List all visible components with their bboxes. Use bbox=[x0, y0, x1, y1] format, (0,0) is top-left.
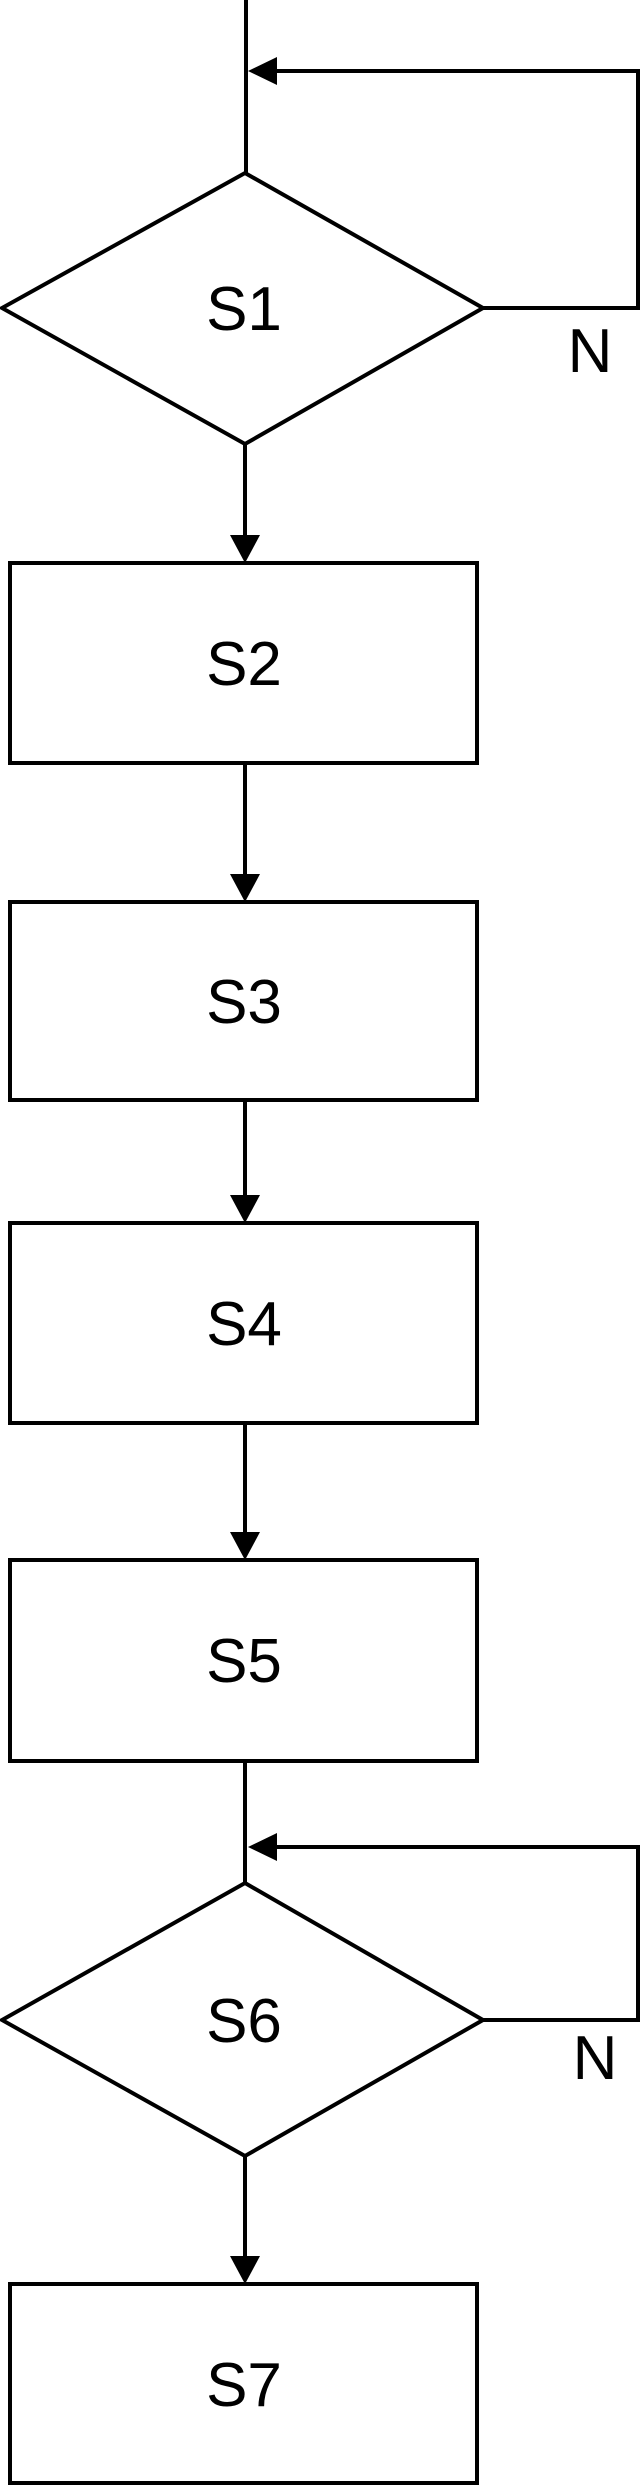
connector-s1-s2-arrowhead-icon bbox=[230, 535, 260, 563]
s6-no-branch-label: N bbox=[573, 2024, 618, 2093]
process-s7-label: S7 bbox=[206, 2351, 282, 2420]
connector-s4-s5-arrowhead-icon bbox=[230, 1532, 260, 1560]
process-s3 bbox=[8, 900, 479, 1102]
s1-no-loop-arrowhead-icon bbox=[248, 57, 277, 85]
connector-s2-s3-arrowhead-icon bbox=[230, 874, 260, 902]
process-s3-label: S3 bbox=[206, 968, 282, 1037]
process-s4 bbox=[8, 1221, 479, 1425]
process-s5 bbox=[8, 1558, 479, 1763]
process-s2 bbox=[8, 561, 479, 765]
s6-no-loop-arrowhead-icon bbox=[248, 1833, 277, 1861]
s1-no-loop-line bbox=[270, 69, 640, 310]
process-s7 bbox=[8, 2282, 479, 2485]
connector-s3-s4-arrowhead-icon bbox=[230, 1195, 260, 1223]
decision-s6-label: S6 bbox=[206, 1987, 282, 2056]
process-s2-label: S2 bbox=[206, 630, 282, 699]
decision-s1-label: S1 bbox=[206, 275, 282, 344]
s1-no-branch-label: N bbox=[568, 317, 613, 386]
s6-no-loop-line bbox=[270, 1845, 640, 2022]
process-s5-label: S5 bbox=[206, 1627, 282, 1696]
process-s4-label: S4 bbox=[206, 1290, 282, 1359]
connector-s6-s7-arrowhead-icon bbox=[230, 2256, 260, 2284]
